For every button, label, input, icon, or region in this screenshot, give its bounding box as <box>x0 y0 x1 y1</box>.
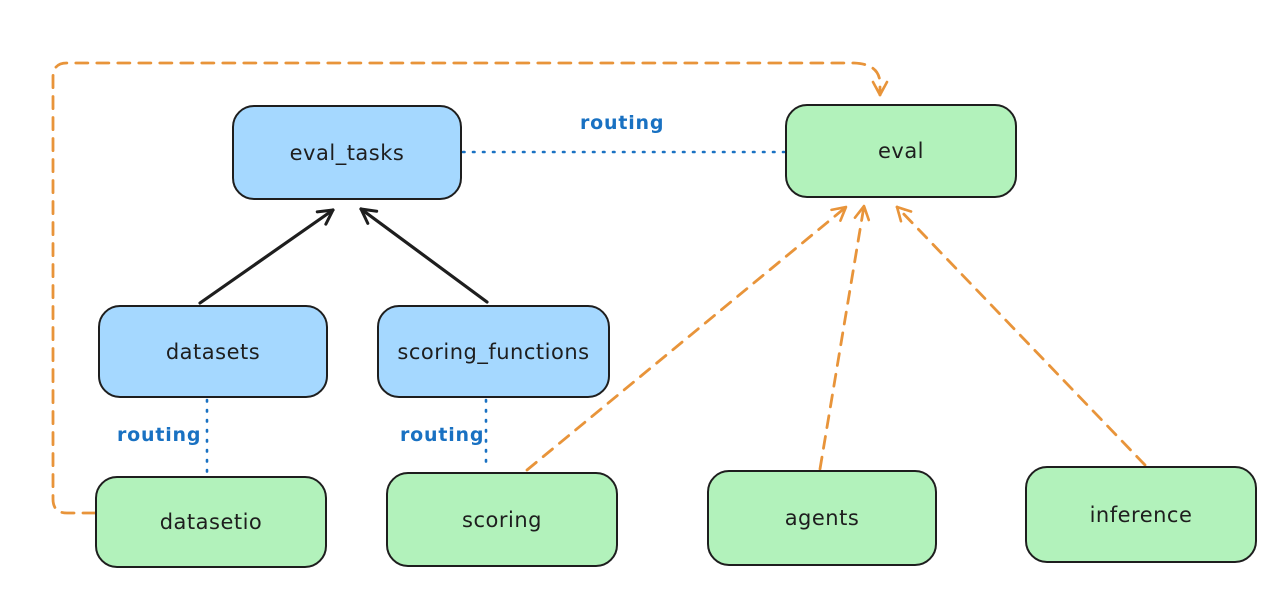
node-scoring-functions: scoring_functions <box>377 305 610 398</box>
edge-scoring-to-eval-arrow <box>525 205 848 472</box>
edge-scoring-functions-to-eval-tasks-arrow <box>359 207 489 304</box>
node-datasetio: datasetio <box>95 476 327 568</box>
routing-label-scoring-functions-scoring: routing <box>400 424 485 446</box>
node-datasets-label: datasets <box>165 339 261 364</box>
node-datasets: datasets <box>98 305 328 398</box>
node-inference: inference <box>1025 466 1257 563</box>
node-eval-tasks-label: eval_tasks <box>289 140 405 165</box>
routing-label-eval-tasks-eval: routing <box>580 112 665 134</box>
node-scoring-label: scoring <box>462 507 542 532</box>
node-scoring-functions-label: scoring_functions <box>397 339 590 364</box>
node-eval-label: eval <box>877 139 925 163</box>
node-agents-label: agents <box>784 506 860 530</box>
node-eval: eval <box>785 104 1017 198</box>
node-agents: agents <box>707 470 937 566</box>
node-eval-tasks: eval_tasks <box>232 105 462 200</box>
node-datasetio-label: datasetio <box>159 510 263 534</box>
edge-datasets-to-eval-tasks-arrow <box>198 208 335 305</box>
edge-datasetio-to-eval-arrow <box>51 61 889 515</box>
node-inference-label: inference <box>1089 502 1193 527</box>
edge-agents-to-eval-arrow <box>818 204 871 471</box>
edge-inference-to-eval-arrow <box>895 205 1147 467</box>
node-scoring: scoring <box>386 472 618 567</box>
routing-label-datasets-datasetio: routing <box>117 424 202 446</box>
